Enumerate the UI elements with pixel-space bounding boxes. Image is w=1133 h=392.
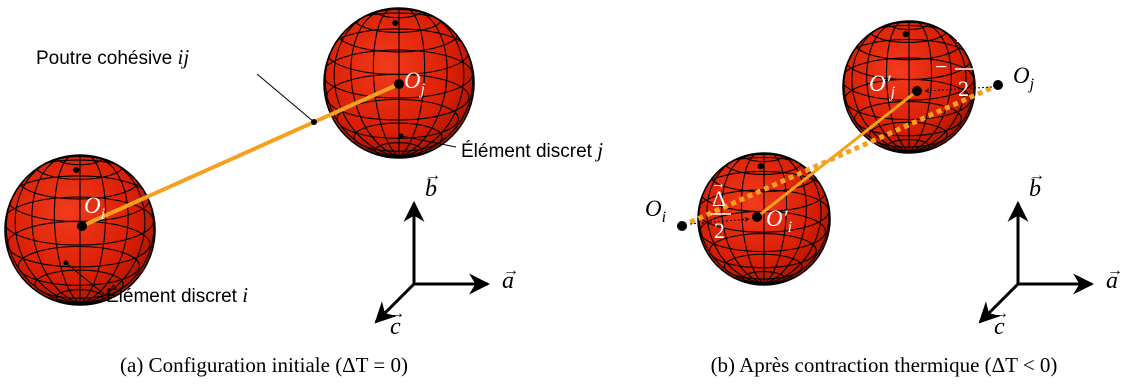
axis-c-arrow-b [978,282,1020,324]
axis-b-vec-arrow: → [425,167,441,184]
caption-a: (a) Configuration initiale (ΔT = 0) [120,353,408,377]
element-i-leader [65,262,105,295]
sphere-mesh [698,153,830,285]
meridian [885,21,920,153]
sphere-mesh [843,21,975,153]
sphere-j-prime [842,20,976,154]
meridian [744,153,807,285]
axis-a-vec-arrow-b: → [1107,262,1123,279]
axis-c-vec-arrow: → [389,305,405,322]
meridian [898,21,933,153]
sphere-pole [392,19,399,27]
minus-delta-over-two-j: − → Δ 2 [935,12,975,101]
sphere-i-prime [697,152,831,286]
meridian [706,153,791,285]
panel-b: Oi Oj O′i O′j → Δ 2 − → Δ 2 a → b → c [645,12,1123,377]
contracted-beam [756,89,918,219]
meridian [866,21,929,153]
meridian [721,153,784,285]
svg-text:→: → [711,176,726,192]
meridian [57,155,129,305]
meridian [753,153,788,285]
axis-a-vec-arrow: → [503,262,519,279]
ojp-point [912,86,922,96]
oj-point [993,80,1003,90]
meridian [376,8,448,158]
axis-b-label: b [425,176,437,202]
element-j-leader [400,135,457,148]
beam-label: Poutre cohésive ij [36,45,189,69]
axis-a-label-b: a [1106,268,1118,294]
svg-text:2: 2 [714,218,725,243]
meridian [68,155,107,305]
meridian [324,8,433,158]
meridian [365,8,474,158]
oj-label-b: Oj [1013,63,1035,93]
sphere-pole [73,166,80,174]
delta-arrow-j [924,86,993,94]
meridian [372,8,411,158]
meridian [46,155,155,305]
oip-label: O′i [766,206,792,236]
initial-beam-dotted [680,82,1000,229]
meridian [333,8,429,158]
axis-b-vec-arrow-b: → [1029,167,1045,184]
element-j-label: Élément discret j [461,138,603,162]
sphere-j-center [394,79,404,89]
meridian [843,21,939,153]
svg-text:Δ: Δ [712,186,726,211]
oi-label: Oi [84,193,105,223]
meridian [889,21,952,153]
axis-c-arrow [374,282,416,324]
axis-c-label-b: c [994,314,1005,340]
meridian [5,155,114,305]
meridian [387,8,426,158]
meridian [31,155,103,305]
axes-triad-a: a → b → c → [374,167,519,340]
meridian [350,8,422,158]
sphere-i-center [77,221,87,231]
delta-over-two-i: → Δ 2 [711,176,731,243]
element-i-label: Élément discret i [106,283,248,307]
meridian [740,153,775,285]
cohesive-beam [81,82,400,228]
oip-point [752,212,762,222]
axis-a-label: a [502,268,514,294]
axes-triad-b: a → b → c → [978,167,1123,340]
svg-text:2: 2 [958,76,969,101]
delta-arrow-i [689,216,750,225]
axis-b-label-b: b [1029,176,1041,202]
sphere-pole [757,163,764,170]
axis-c-label: c [390,314,401,340]
oi-point [677,221,687,231]
svg-text:Δ: Δ [956,22,970,47]
caption-b: (b) Après contraction thermique (ΔT < 0) [711,353,1058,377]
beam-leader-line [256,73,315,123]
meridian [14,155,110,305]
meridian [53,155,92,305]
svg-text:−: − [935,54,947,79]
meridian [698,153,794,285]
oj-label: Oj [404,68,426,98]
sphere-pole [902,31,909,38]
meridian [851,21,936,153]
oi-label-b: Oi [645,196,666,226]
axis-c-vec-arrow-b: → [993,305,1009,322]
panel-a: Poutre cohésive ij Élément discret j Élé… [4,7,603,377]
ojp-label: O′j [869,71,896,101]
svg-text:→: → [955,12,970,28]
